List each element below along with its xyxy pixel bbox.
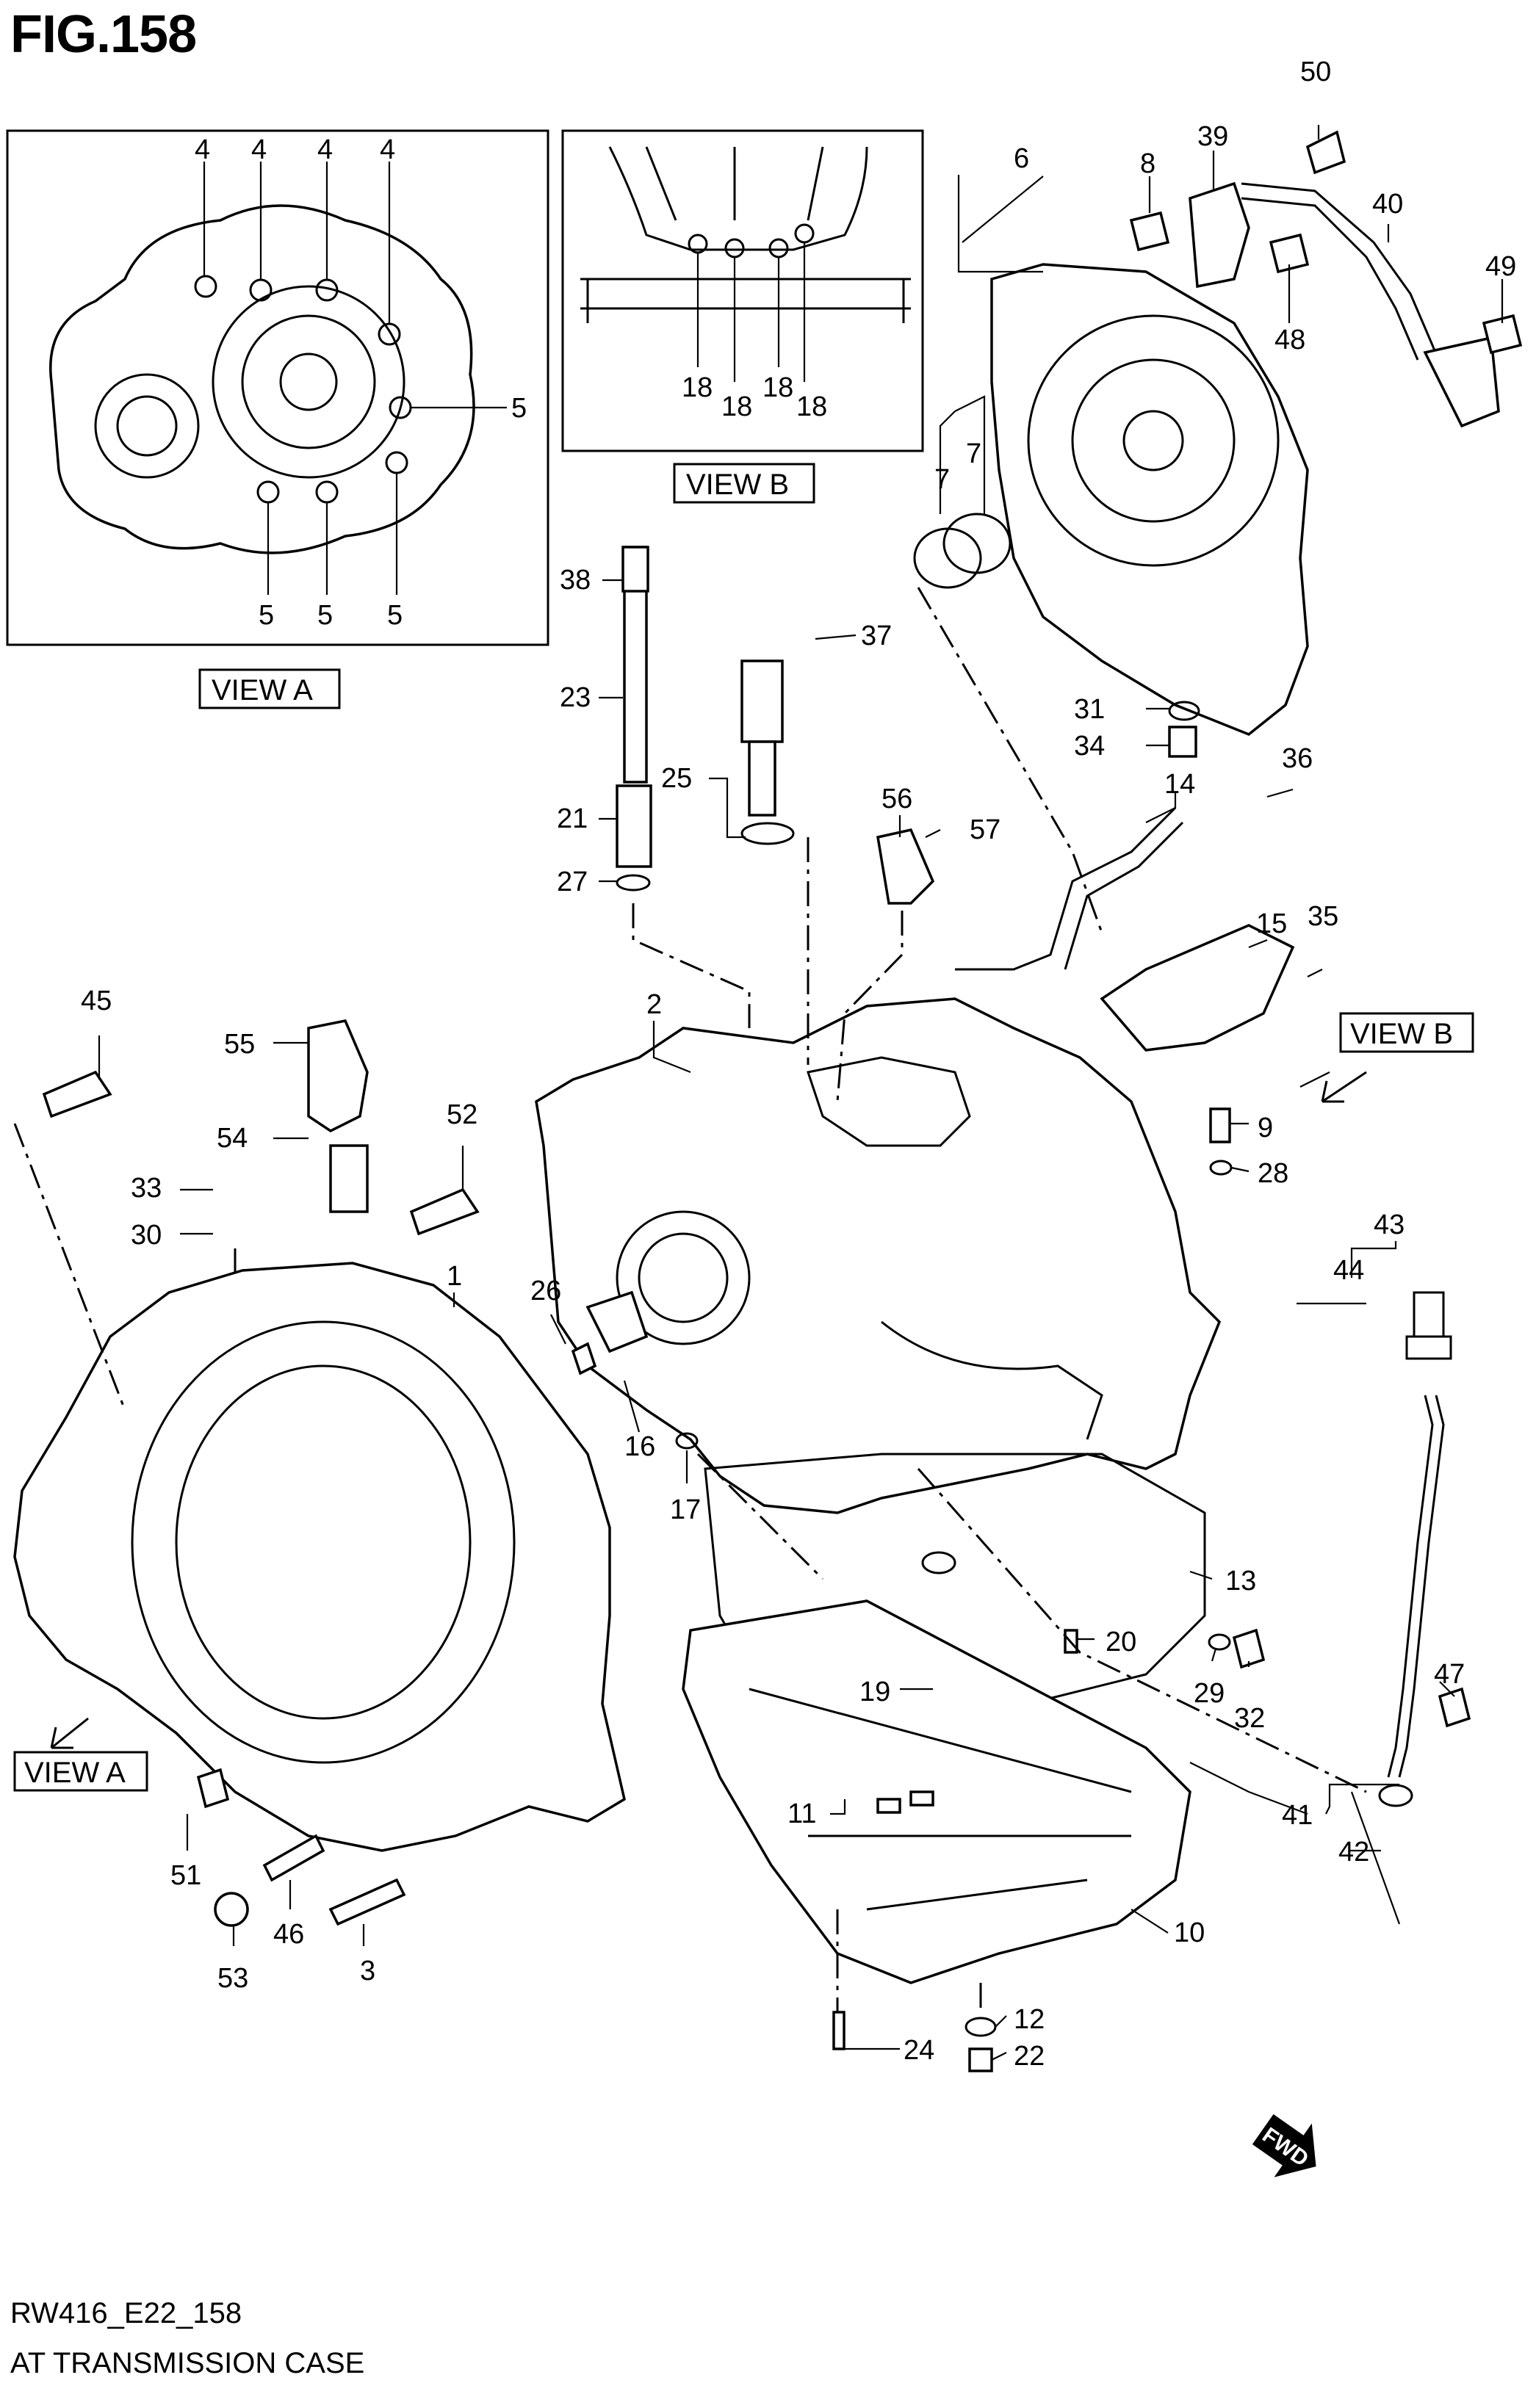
callout-inset-b-2: 18: [762, 372, 793, 403]
oil-pipe-bracket: [1241, 182, 1449, 383]
callout-53: 53: [217, 1963, 248, 1994]
callout-33: 33: [131, 1173, 162, 1204]
callout-16: 16: [624, 1431, 655, 1462]
callout-3: 3: [360, 1956, 375, 1986]
side-cover: [990, 263, 1309, 737]
leader-lines: [98, 125, 1504, 2061]
inset-view-a-frame: [6, 129, 549, 646]
callout-inset-a-3: 4: [380, 134, 395, 165]
callout-47: 47: [1434, 1659, 1465, 1690]
callout-51: 51: [170, 1860, 201, 1891]
callout-52: 52: [447, 1099, 477, 1130]
callout-11: 11: [787, 1798, 816, 1829]
callout-inset-b-1: 18: [721, 391, 752, 422]
callout-32: 32: [1234, 1703, 1265, 1734]
callout-inset-a-5: 5: [259, 600, 274, 631]
callout-9: 9: [1258, 1113, 1273, 1143]
callout-56: 56: [881, 784, 912, 814]
callout-42: 42: [1338, 1837, 1369, 1868]
callout-50: 50: [1300, 57, 1331, 87]
callout-labels: 50 6 8 39 40 49 48 7 7 38 37 23 25 21 27…: [81, 57, 1516, 2072]
small-parts: [42, 130, 1523, 2072]
callout-14: 14: [1164, 769, 1195, 800]
callout-2: 2: [646, 989, 662, 1020]
alignment-lines: [13, 587, 1367, 2012]
view-b-inset-label: VIEW B: [686, 469, 789, 501]
callout-8: 8: [1140, 148, 1155, 179]
view-b-arrow: [1321, 1071, 1367, 1103]
inset-view-b: 18 18 18 18: [561, 129, 924, 452]
pipe-bracket: [1100, 924, 1295, 1052]
inset-view-b-frame: [561, 129, 924, 452]
callout-40: 40: [1372, 189, 1403, 220]
callout-55: 55: [224, 1029, 255, 1060]
view-a-inset-label: VIEW A: [212, 674, 313, 706]
callout-inset-a-2: 4: [317, 134, 333, 165]
callout-inset-b-0: 18: [682, 372, 713, 403]
callout-45: 45: [81, 986, 112, 1016]
callout-25: 25: [661, 763, 692, 794]
callout-1: 1: [447, 1261, 462, 1292]
view-b-inset-label-box: [673, 463, 815, 504]
callout-31: 31: [1074, 694, 1105, 725]
view-a-arrow: [50, 1717, 89, 1749]
callout-inset-a-0: 4: [195, 134, 210, 165]
figure-name: AT TRANSMISSION CASE: [10, 2347, 365, 2379]
callout-54: 54: [217, 1123, 248, 1154]
fwd-arrow-badge: FWD: [1252, 2114, 1316, 2177]
bell-housing: [13, 1262, 626, 1852]
callout-57: 57: [970, 814, 1000, 845]
callout-44: 44: [1333, 1255, 1364, 1286]
callout-13: 13: [1225, 1566, 1256, 1597]
dipstick-tube: [1387, 1395, 1434, 1778]
view-a-pointer-label: VIEW A: [24, 1757, 126, 1789]
callout-inset-a-1: 4: [251, 134, 267, 165]
callout-36: 36: [1282, 743, 1313, 774]
callout-38: 38: [560, 565, 591, 596]
callout-7a: 7: [934, 464, 950, 495]
inset-view-a: 4 4 4 4 5 5 5 5: [6, 129, 549, 646]
callout-20: 20: [1106, 1627, 1136, 1657]
callout-23: 23: [560, 682, 591, 713]
figure-title: FIG.158: [10, 5, 197, 64]
gasket-39: [1189, 181, 1250, 289]
callout-34: 34: [1074, 731, 1105, 762]
view-a-inset-label-box: [198, 668, 341, 709]
oil-cooler-pipe: [955, 806, 1184, 971]
callout-7b: 7: [966, 438, 981, 469]
transmission-case-body: [535, 997, 1222, 1514]
callout-inset-a-7: 5: [387, 600, 403, 631]
callout-21: 21: [557, 803, 588, 834]
callout-29: 29: [1194, 1678, 1225, 1709]
callout-17: 17: [670, 1494, 701, 1525]
view-b-pointer-label: VIEW B: [1350, 1018, 1453, 1050]
callout-inset-b-3: 18: [796, 391, 827, 422]
callout-19: 19: [859, 1677, 890, 1707]
view-b-pointer-box: [1339, 1012, 1474, 1053]
view-a-pointer-box: [13, 1751, 148, 1792]
callout-27: 27: [557, 867, 588, 897]
callout-inset-a-4: 5: [511, 393, 527, 424]
callout-46: 46: [273, 1919, 304, 1950]
callout-49: 49: [1485, 251, 1516, 282]
callout-inset-a-6: 5: [317, 600, 333, 631]
callout-43: 43: [1374, 1210, 1405, 1240]
callout-41: 41: [1282, 1800, 1313, 1831]
callout-28: 28: [1258, 1158, 1288, 1189]
callout-30: 30: [131, 1220, 162, 1251]
callout-24: 24: [904, 2035, 934, 2066]
callout-22: 22: [1014, 2041, 1045, 2072]
callout-10: 10: [1174, 1917, 1205, 1948]
callout-48: 48: [1274, 325, 1305, 355]
callout-35: 35: [1308, 901, 1338, 932]
callout-12: 12: [1014, 2004, 1045, 2035]
figure-code: RW416_E22_158: [10, 2297, 242, 2329]
callout-26: 26: [530, 1276, 561, 1306]
oil-pan: [682, 1599, 1191, 1984]
callout-15: 15: [1256, 908, 1287, 939]
callout-6: 6: [1014, 143, 1029, 174]
callout-39: 39: [1197, 121, 1228, 152]
callout-37: 37: [861, 621, 892, 651]
